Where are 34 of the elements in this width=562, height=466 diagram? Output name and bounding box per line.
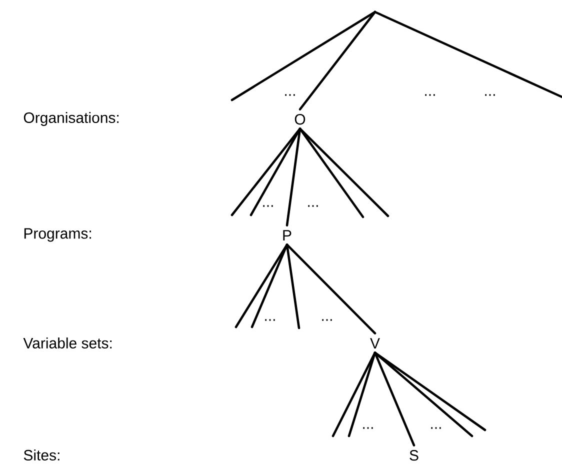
level-label: Organisations: — [24, 112, 119, 126]
branch-line — [332, 352, 376, 438]
branch-line — [286, 128, 302, 226]
ellipsis: ... — [485, 94, 495, 96]
branch-line — [286, 244, 300, 330]
branch-line — [230, 10, 376, 102]
branch-line — [374, 10, 562, 98]
node-letter: O — [294, 114, 306, 125]
level-label: Programs: — [24, 228, 91, 242]
branch-line — [234, 244, 288, 328]
branch-line — [298, 128, 390, 218]
branch-line — [250, 244, 288, 328]
node-letter: P — [283, 230, 292, 240]
node-letter: V — [370, 338, 380, 348]
ellipsis: ... — [322, 319, 332, 321]
ellipsis: ... — [425, 94, 435, 96]
level-label: Variable sets: — [23, 338, 112, 348]
ellipsis: ... — [431, 427, 441, 429]
ellipsis: ... — [308, 205, 318, 207]
ellipsis: ... — [363, 427, 373, 429]
ellipsis: ... — [265, 319, 275, 321]
branch-line — [250, 128, 302, 216]
branch-line — [298, 128, 364, 218]
branch-line — [286, 244, 376, 334]
branch-line — [374, 352, 474, 438]
branch-line — [374, 352, 416, 446]
branch-line — [374, 352, 486, 432]
branch-line — [348, 352, 376, 438]
level-label: Sites: — [24, 450, 60, 460]
branch-line — [230, 128, 302, 216]
ellipsis: ... — [285, 94, 295, 96]
ellipsis: ... — [263, 205, 273, 207]
node-letter: S — [410, 450, 418, 461]
branch-line — [298, 10, 376, 110]
